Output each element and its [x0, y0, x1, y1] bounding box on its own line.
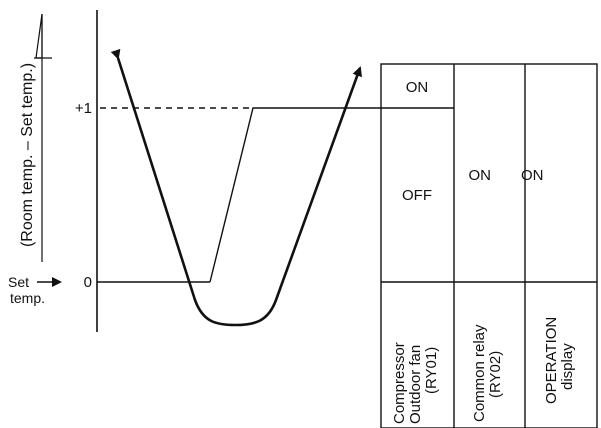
set-temp-label-line2: temp. [10, 290, 45, 306]
compressor-row-label-line2: Outdoor fan [407, 345, 424, 424]
operation-display-row-label-line1: OPERATION [543, 317, 560, 404]
compressor-row-label-line1: Compressor [391, 342, 408, 424]
common-relay-row-label-line1: Common relay [471, 324, 488, 422]
tick-label-plus-one: +1 [75, 100, 92, 117]
y-axis-label: (Room temp. – Set temp.) [19, 63, 36, 247]
compressor-on-label: ON [406, 79, 429, 96]
status-table [380, 63, 598, 428]
set-temp-label-line1: Set [8, 274, 29, 290]
tick-label-zero: 0 [84, 274, 92, 291]
common-relay-row-label-line2: (RY02) [487, 351, 504, 398]
y-axis-label-arrowhead-icon [35, 13, 43, 59]
room-temperature-curve [110, 48, 362, 327]
operation-display-row-label-line2: display [559, 343, 576, 390]
common-relay-on-label: ON [469, 167, 492, 184]
threshold-transition-line [209, 107, 381, 283]
compressor-off-label: OFF [402, 187, 432, 204]
compressor-row-label-line3: (RY01) [423, 347, 440, 394]
operation-display-on-label: ON [521, 167, 544, 184]
